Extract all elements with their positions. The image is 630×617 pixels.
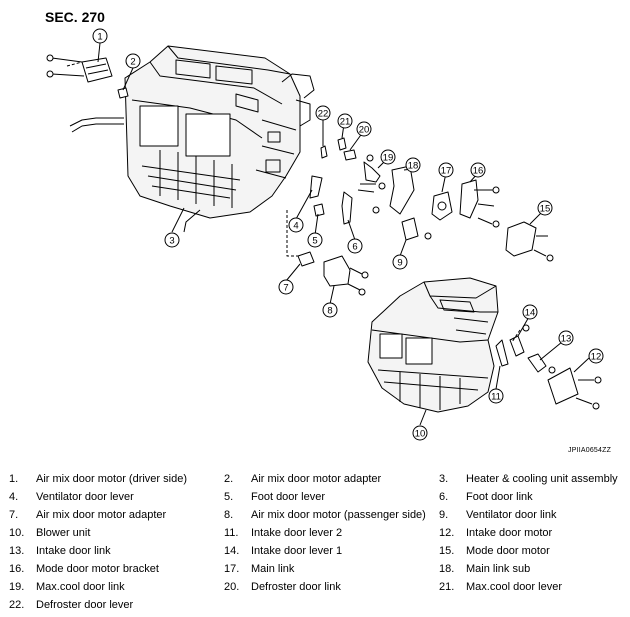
- parts-legend: 1. Air mix door motor (driver side) 2. Air…: [9, 470, 624, 614]
- legend-label: Defroster door lever: [36, 599, 134, 611]
- legend-label: Intake door motor: [466, 527, 553, 539]
- section-title: SEC. 270: [45, 9, 105, 25]
- callout-14: 14: [525, 308, 536, 319]
- callout-circles: [92, 28, 604, 441]
- callout-22: 22: [318, 109, 329, 120]
- legend-num: 17.: [224, 563, 240, 575]
- callout-5: 5: [312, 236, 317, 247]
- legend-label: Intake door lever 1: [251, 545, 343, 557]
- legend-num: 13.: [9, 545, 25, 557]
- legend-num: 5.: [224, 491, 234, 503]
- legend-num: 12.: [439, 527, 455, 539]
- legend-num: 14.: [224, 545, 240, 557]
- intake-parts-drawing: [495, 324, 602, 410]
- legend-label: Heater & cooling unit assembly: [466, 473, 618, 485]
- callout-1: 1: [97, 32, 102, 43]
- legend-label: Intake door lever 2: [251, 527, 343, 539]
- legend-num: 6.: [439, 491, 449, 503]
- callout-7: 7: [283, 283, 288, 294]
- legend-label: Foot door lever: [251, 491, 325, 503]
- callout-2: 2: [130, 57, 135, 68]
- legend-num: 21.: [439, 581, 455, 593]
- part-7-8-drawing: [297, 251, 369, 296]
- legend-label: Air mix door motor (driver side): [36, 473, 187, 485]
- legend-num: 2.: [224, 473, 234, 485]
- callout-18: 18: [408, 161, 419, 172]
- exploded-view-diagram: 1 2 3 4 5 6 7 8 9 10 11 12 13 14 15 16 1…: [46, 28, 604, 441]
- legend-num: 18.: [439, 563, 455, 575]
- callout-11: 11: [491, 392, 501, 403]
- callout-4: 4: [293, 221, 298, 232]
- legend-num: 20.: [224, 581, 240, 593]
- callout-15: 15: [540, 204, 551, 215]
- callout-16: 16: [473, 166, 484, 177]
- legend-label: Main link: [251, 563, 295, 575]
- leader-lines: [66, 61, 521, 343]
- callout-21: 21: [340, 117, 351, 128]
- legend-label: Ventilator door lever: [36, 491, 134, 503]
- legend-label: Air mix door motor adapter: [251, 473, 382, 485]
- legend-num: 11.: [224, 527, 239, 539]
- figure-code: JPIIA0654ZZ: [568, 447, 612, 454]
- heater-cooling-unit-drawing: [69, 45, 315, 233]
- callout-20: 20: [359, 125, 370, 136]
- legend-label: Mode door motor bracket: [36, 563, 159, 575]
- legend-label: Max.cool door lever: [466, 581, 562, 593]
- legend-label: Main link sub: [466, 563, 531, 575]
- blower-unit-drawing: [367, 277, 499, 413]
- legend-label: Defroster door link: [251, 581, 341, 593]
- linkage-parts-drawing: [309, 137, 554, 262]
- legend-label: Ventilator door link: [466, 509, 557, 521]
- legend-num: 7.: [9, 509, 19, 521]
- callout-12: 12: [591, 352, 602, 363]
- legend-num: 19.: [9, 581, 25, 593]
- legend-num: 4.: [9, 491, 19, 503]
- callout-9: 9: [397, 258, 402, 269]
- legend-num: 16.: [9, 563, 25, 575]
- legend-label: Mode door motor: [466, 545, 550, 557]
- legend-label: Blower unit: [36, 527, 91, 539]
- callout-6: 6: [352, 242, 357, 253]
- legend-num: 15.: [439, 545, 455, 557]
- legend-label: Intake door link: [36, 545, 111, 557]
- legend-label: Foot door link: [466, 491, 533, 503]
- legend-num: 3.: [439, 473, 449, 485]
- callout-17: 17: [441, 166, 452, 177]
- callout-10: 10: [415, 429, 426, 440]
- legend-num: 8.: [224, 509, 234, 521]
- legend-num: 9.: [439, 509, 449, 521]
- callout-13: 13: [561, 334, 572, 345]
- legend-label: Air mix door motor (passenger side): [251, 509, 426, 521]
- legend-num: 10.: [9, 527, 25, 539]
- callout-8: 8: [327, 306, 332, 317]
- legend-label: Air mix door motor adapter: [36, 509, 167, 521]
- callout-19: 19: [383, 153, 394, 164]
- legend-num: 22.: [9, 599, 25, 611]
- legend-label: Max.cool door link: [36, 581, 125, 593]
- legend-num: 1.: [9, 473, 19, 485]
- callout-3: 3: [169, 236, 174, 247]
- part-1-drawing: [46, 54, 113, 83]
